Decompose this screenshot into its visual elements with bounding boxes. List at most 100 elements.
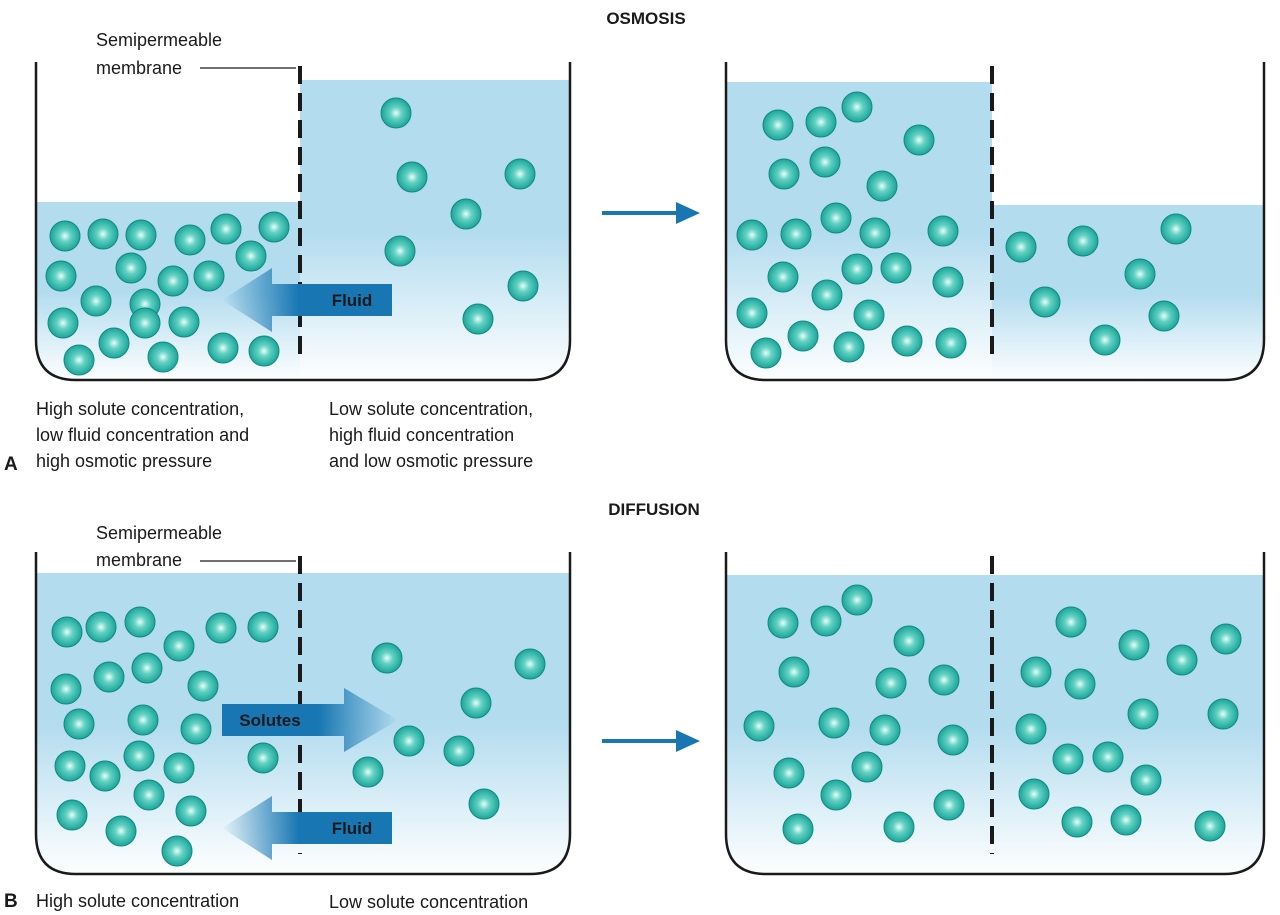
caption-line: High solute concentration, (36, 399, 244, 419)
diffusion-beaker-after (724, 552, 1266, 876)
solute-particle (767, 607, 799, 639)
osmosis-beaker-before: Fluid (34, 62, 572, 382)
solute-particle (818, 707, 850, 739)
solute-particles (50, 606, 546, 867)
transition-arrow-b (602, 730, 700, 752)
solute-particle (133, 779, 165, 811)
beaker-outline (724, 62, 1266, 382)
solute-particle (810, 605, 842, 637)
solute-particle (56, 799, 88, 831)
solute-particle (210, 213, 242, 245)
solute-particle (98, 327, 130, 359)
right-caption-b: Low solute concentration (329, 892, 528, 912)
solute-particle (1067, 225, 1099, 257)
solute-particle (124, 606, 156, 638)
fluid-arrow-label: Fluid (332, 291, 373, 310)
left-caption-a: High solute concentration, low fluid con… (36, 399, 254, 471)
solute-particle (750, 337, 782, 369)
solute-particles (45, 97, 539, 376)
solute-particle (450, 198, 482, 230)
solute-particle (932, 266, 964, 298)
solute-particle (1018, 778, 1050, 810)
solute-particle (928, 664, 960, 696)
solute-particle (859, 217, 891, 249)
solute-particle (50, 673, 82, 705)
solute-particle (1055, 606, 1087, 638)
solute-particle (811, 279, 843, 311)
solute-particle (893, 625, 925, 657)
solute-particle (1148, 300, 1180, 332)
solute-particle (207, 332, 239, 364)
solute-particle (127, 704, 159, 736)
solute-particle (805, 106, 837, 138)
solute-particle (247, 742, 279, 774)
solute-particle (507, 270, 539, 302)
solute-particle (504, 158, 536, 190)
diffusion-beaker-before: Solutes Fluid (34, 552, 572, 876)
solute-particle (147, 341, 179, 373)
solute-particle (87, 218, 119, 250)
solute-particle (787, 320, 819, 352)
solute-particle (157, 265, 189, 297)
solute-particle (161, 835, 193, 867)
solute-particle (129, 307, 161, 339)
solute-particle (1005, 231, 1037, 263)
solute-particles (743, 584, 1242, 845)
solute-particle (937, 724, 969, 756)
membrane-label-b: Semipermeable membrane (96, 523, 227, 570)
solute-particle (247, 611, 279, 643)
left-caption-b: High solute concentration (36, 891, 239, 911)
solute-particle (869, 714, 901, 746)
solute-particle (352, 756, 384, 788)
solute-particle (736, 297, 768, 329)
solute-particle (1160, 213, 1192, 245)
solute-particle (820, 202, 852, 234)
solute-particle (80, 285, 112, 317)
solute-particle (851, 751, 883, 783)
panel-letter-a: A (4, 454, 18, 475)
solute-particle (891, 325, 923, 357)
solute-particle (460, 687, 492, 719)
solute-particle (1052, 743, 1084, 775)
solute-particle (380, 97, 412, 129)
solute-particle (1166, 644, 1198, 676)
solute-particle (782, 813, 814, 845)
diffusion-title: DIFFUSION (608, 500, 700, 519)
solute-particle (174, 224, 206, 256)
solute-particle (514, 648, 546, 680)
solute-particle (168, 306, 200, 338)
solute-particle (809, 146, 841, 178)
solute-particle (866, 170, 898, 202)
solute-particle (778, 656, 810, 688)
solute-particle (1110, 804, 1142, 836)
solute-particle (1061, 806, 1093, 838)
solute-particle (125, 219, 157, 251)
solute-particle (443, 735, 475, 767)
solute-particles (736, 91, 1192, 369)
membrane-label-line-2: membrane (96, 550, 182, 570)
solute-particle (89, 760, 121, 792)
solute-particle (1020, 656, 1052, 688)
solute-particle (115, 252, 147, 284)
solute-particle (1130, 764, 1162, 796)
fluid-arrow-label: Fluid (332, 819, 373, 838)
solute-particle (180, 713, 212, 745)
right-caption-a: Low solute concentration, high fluid con… (329, 399, 538, 471)
solute-particle (841, 91, 873, 123)
solute-particle (841, 253, 873, 285)
solute-particle (1092, 741, 1124, 773)
solute-particle (462, 303, 494, 335)
caption-line: high fluid concentration (329, 425, 514, 445)
solute-particle (258, 211, 290, 243)
caption-line: low fluid concentration and (36, 425, 249, 445)
solute-particle (1207, 698, 1239, 730)
solute-particle (883, 811, 915, 843)
solute-particle (49, 220, 81, 252)
beaker-outline (34, 552, 572, 876)
solute-particle (187, 670, 219, 702)
solute-particle (1029, 286, 1061, 318)
caption-line: Low solute concentration, (329, 399, 533, 419)
solute-particle (163, 752, 195, 784)
fluid-arrow (222, 796, 392, 860)
membrane-label-line-1: Semipermeable (96, 523, 222, 543)
